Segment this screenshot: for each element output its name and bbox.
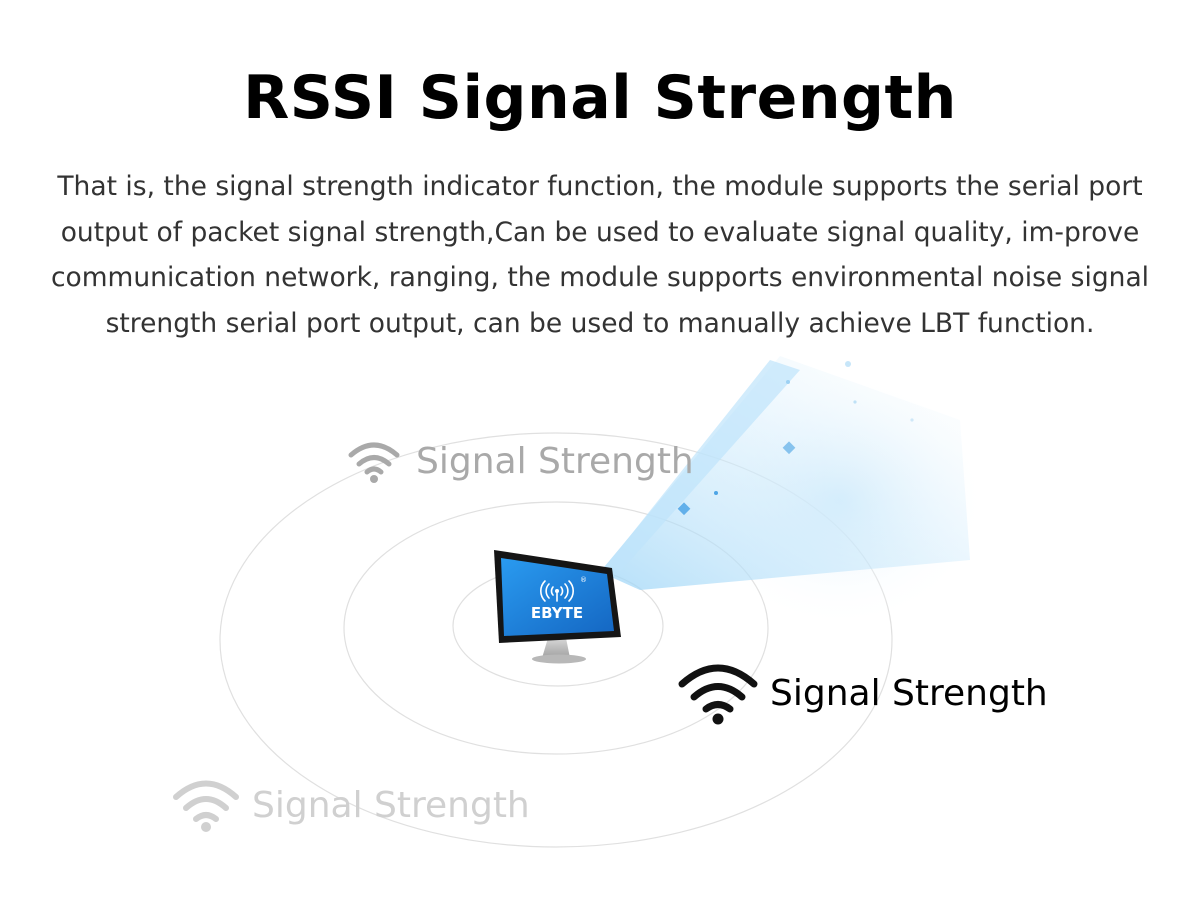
particle [845, 361, 851, 367]
wireless-broadcast-icon [540, 580, 574, 602]
signal-beam [600, 356, 990, 630]
signal-label-text: Signal Strength [252, 784, 530, 826]
registered-mark: ® [580, 576, 587, 584]
signal-label-far: Signal Strength [346, 437, 694, 485]
wifi-icon [678, 664, 758, 725]
range-rings [219, 432, 893, 848]
wifi-icon [173, 780, 239, 832]
signal-label-text: Signal Strength [770, 672, 1048, 714]
signal-label-faint: Signal Strength [170, 776, 530, 834]
monitor: EBYTE ® [494, 550, 621, 664]
wifi-icon [348, 442, 400, 483]
ring-middle [343, 501, 769, 755]
monitor-base [532, 654, 586, 664]
particle [714, 491, 718, 495]
particle [910, 418, 914, 422]
monitor-stand [542, 638, 570, 658]
ring-outer [219, 432, 893, 848]
particle [786, 380, 790, 384]
page-title: RSSI Signal Strength [243, 63, 957, 133]
brand-logo-text: EBYTE [531, 604, 583, 622]
description: That is, the signal strength indicator f… [50, 171, 1150, 339]
particle [853, 400, 857, 404]
signal-label-near: Signal Strength [676, 660, 1048, 726]
signal-label-text: Signal Strength [416, 440, 694, 482]
